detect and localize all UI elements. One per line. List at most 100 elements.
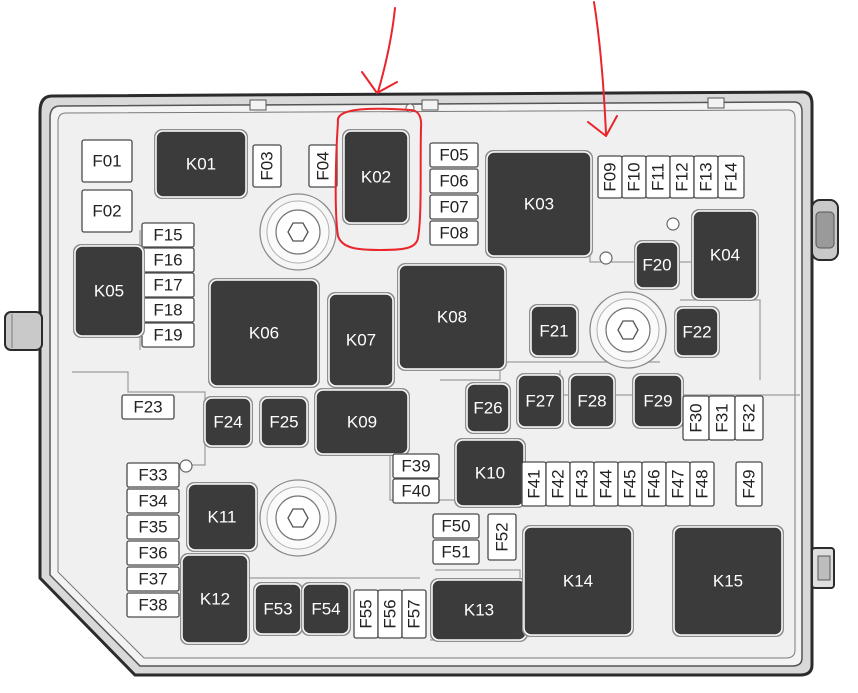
relay-f28: F28 (568, 373, 616, 429)
relay-body-k03 (486, 151, 592, 257)
top-notch-2 (421, 99, 439, 111)
component-label-f46: F46 (645, 469, 664, 498)
component-label-f07: F07 (439, 198, 468, 217)
fuse-f11: F11 (645, 155, 671, 199)
component-label-f22: F22 (682, 323, 711, 342)
arrow-shaft-right (593, 1, 607, 135)
component-label-f28: F28 (577, 392, 606, 411)
fuse-f04: F04 (308, 144, 338, 188)
component-label-f09: F09 (601, 162, 620, 191)
relay-body-k02 (343, 130, 409, 224)
fuse-body-f50 (432, 513, 480, 539)
component-label-k03: K03 (524, 195, 554, 214)
relay-k10: K10 (454, 438, 526, 508)
top-notch-3 (707, 97, 725, 109)
component-label-k10: K10 (475, 464, 505, 483)
component-label-f15: F15 (153, 226, 182, 245)
component-label-f02: F02 (92, 202, 121, 221)
fuse-body-f40 (392, 478, 440, 504)
fuse-f18: F18 (141, 297, 195, 323)
fuse-f01: F01 (81, 139, 133, 183)
relay-f53: F53 (253, 582, 303, 636)
component-label-f57: F57 (405, 599, 424, 628)
bolt-1 (259, 193, 337, 271)
relay-k03: K03 (485, 150, 593, 258)
fuse-body-f51 (432, 539, 480, 565)
component-label-f47: F47 (669, 469, 688, 498)
arrow-head-left (361, 71, 398, 94)
fuse-f06: F06 (429, 168, 479, 194)
fuse-f02: F02 (81, 189, 133, 233)
top-notch-1 (249, 99, 267, 111)
relay-k09: K09 (314, 388, 410, 456)
fuse-f46: F46 (641, 461, 667, 507)
fuse-body-f48 (689, 461, 715, 507)
relay-f54: F54 (301, 582, 351, 636)
component-label-f40: F40 (401, 482, 430, 501)
relay-body-f26 (466, 383, 510, 433)
relay-body-k05 (74, 245, 144, 337)
fuse-f03: F03 (252, 144, 282, 188)
relay-body-f27 (517, 374, 563, 428)
fuse-body-f23 (121, 394, 175, 420)
fuse-f07: F07 (429, 194, 479, 220)
relay-body-k08 (398, 264, 506, 370)
fuse-body-f14 (717, 155, 745, 199)
component-label-k02: K02 (361, 168, 391, 187)
fuse-f23: F23 (121, 394, 175, 420)
relay-f25: F25 (259, 396, 309, 448)
component-label-f53: F53 (263, 600, 292, 619)
component-label-k04: K04 (710, 246, 740, 265)
fuse-body-f49 (735, 461, 763, 507)
component-label-f44: F44 (597, 469, 616, 498)
fuse-f19: F19 (141, 322, 195, 348)
arrow-shaft-left (377, 7, 396, 93)
fuse-f36: F36 (126, 540, 180, 566)
component-label-f34: F34 (138, 492, 167, 511)
relay-f24: F24 (203, 396, 253, 448)
component-label-k09: K09 (347, 413, 377, 432)
component-label-k12: K12 (200, 590, 230, 609)
component-label-k05: K05 (94, 282, 124, 301)
highlight-outline (334, 107, 423, 251)
component-label-f03: F03 (258, 151, 277, 180)
relay-f26: F26 (465, 382, 511, 434)
relay-body-k06 (209, 279, 319, 387)
fuse-f33: F33 (126, 462, 180, 488)
component-label-f11: F11 (649, 163, 668, 191)
fuse-f49: F49 (735, 461, 763, 507)
relay-k14: K14 (522, 525, 634, 637)
relay-k12: K12 (180, 553, 250, 645)
component-label-f42: F42 (549, 469, 568, 498)
component-label-f13: F13 (697, 162, 716, 191)
component-label-f37: F37 (138, 570, 167, 589)
component-label-f19: F19 (153, 326, 182, 345)
relay-f27: F27 (516, 373, 564, 429)
component-label-f49: F49 (740, 469, 759, 498)
fuse-body-f35 (126, 514, 180, 540)
component-label-f18: F18 (153, 301, 182, 320)
relay-body-f25 (260, 397, 308, 447)
fuse-f40: F40 (392, 478, 440, 504)
fuse-f45: F45 (617, 461, 643, 507)
component-label-f01: F01 (92, 152, 121, 171)
locator-hole (179, 459, 193, 473)
fuse-f48: F48 (689, 461, 715, 507)
component-label-f23: F23 (133, 398, 162, 417)
component-label-f05: F05 (439, 146, 468, 165)
locator-hole (599, 251, 613, 265)
component-label-f12: F12 (673, 162, 692, 191)
relay-body-k12 (181, 554, 249, 644)
arrow-head-right (587, 115, 618, 137)
component-label-f30: F30 (687, 403, 706, 432)
component-label-f31: F31 (713, 403, 732, 432)
component-label-f29: F29 (643, 392, 672, 411)
component-label-f16: F16 (153, 251, 182, 270)
fuse-body-f15 (141, 222, 195, 248)
relay-f22: F22 (674, 306, 720, 358)
component-label-f45: F45 (621, 469, 640, 498)
fuse-f12: F12 (669, 155, 695, 199)
fuse-body-f08 (429, 220, 479, 246)
